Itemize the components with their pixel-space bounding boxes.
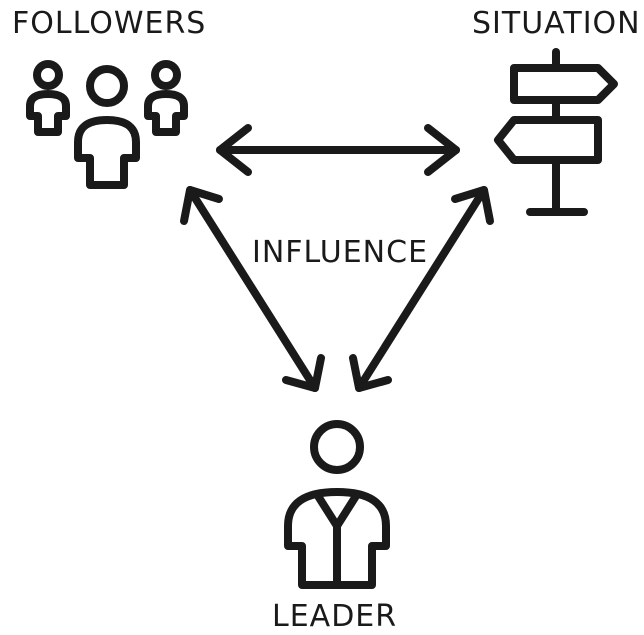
arrow-followers-leader bbox=[180, 186, 325, 392]
person-icon bbox=[284, 420, 390, 589]
arrow-followers-situation bbox=[216, 124, 460, 176]
followers-label: FOLLOWERS bbox=[12, 6, 207, 41]
arrow-situation-leader bbox=[349, 186, 494, 392]
group-of-people-icon bbox=[26, 60, 188, 189]
influence-label: INFLUENCE bbox=[252, 235, 429, 270]
situation-label: SITUATION bbox=[472, 6, 641, 41]
leader-label: LEADER bbox=[272, 599, 398, 634]
signpost-icon bbox=[494, 48, 618, 216]
